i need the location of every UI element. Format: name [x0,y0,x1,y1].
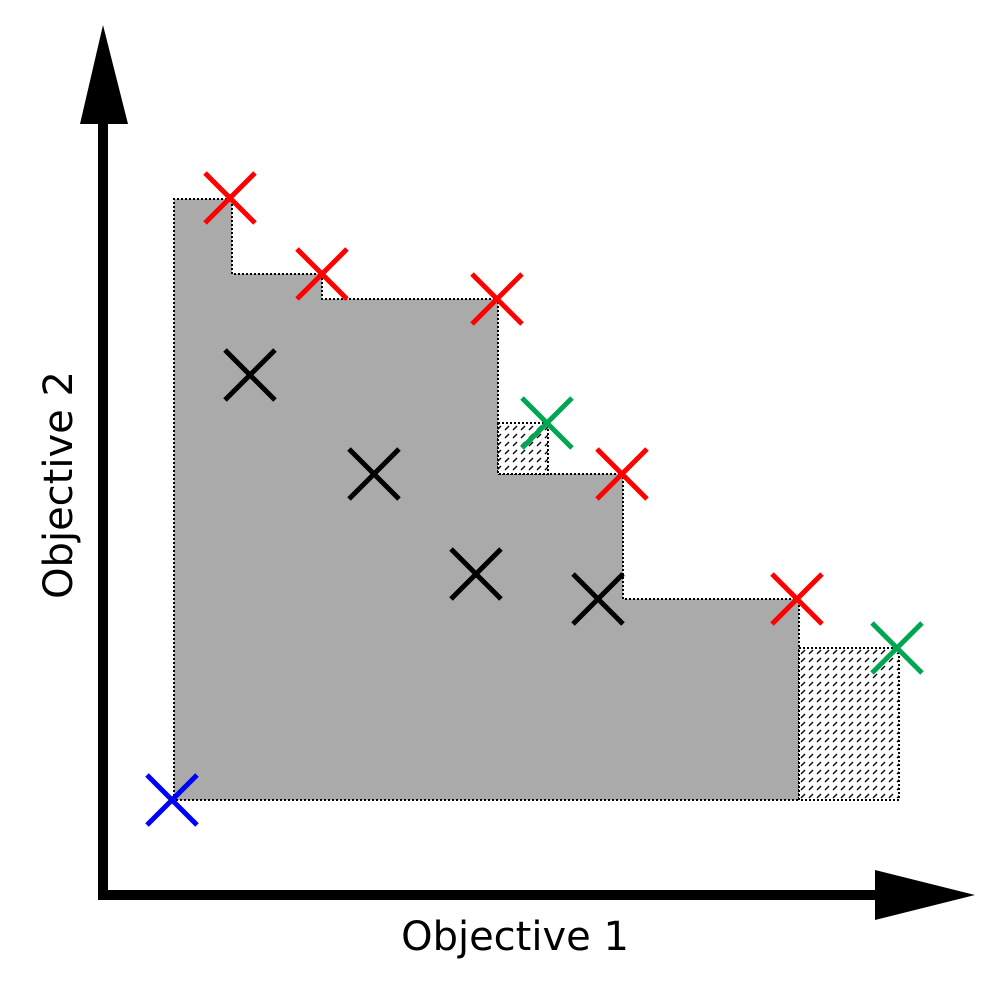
x-axis [98,870,975,920]
y-axis-label: Objective 2 [36,371,82,599]
pareto-front-marker-icon [203,171,257,225]
dominated-marker-icon [571,572,625,626]
pareto-front-marker-icon [770,572,824,626]
dominated-marker-icon [223,348,277,402]
hatched-region-2 [798,647,900,801]
pareto-front-marker-icon [595,447,649,501]
pareto-front-marker-icon [470,272,524,326]
new-points-marker-icon [520,396,574,450]
pareto-front-marker-icon [295,247,349,301]
x-axis-label: Objective 1 [401,914,629,960]
dominated-marker-icon [449,547,503,601]
dominated-marker-icon [347,447,401,501]
reference-point-marker-icon [145,773,199,827]
new-points-marker-icon [870,621,924,675]
y-axis [80,25,128,900]
